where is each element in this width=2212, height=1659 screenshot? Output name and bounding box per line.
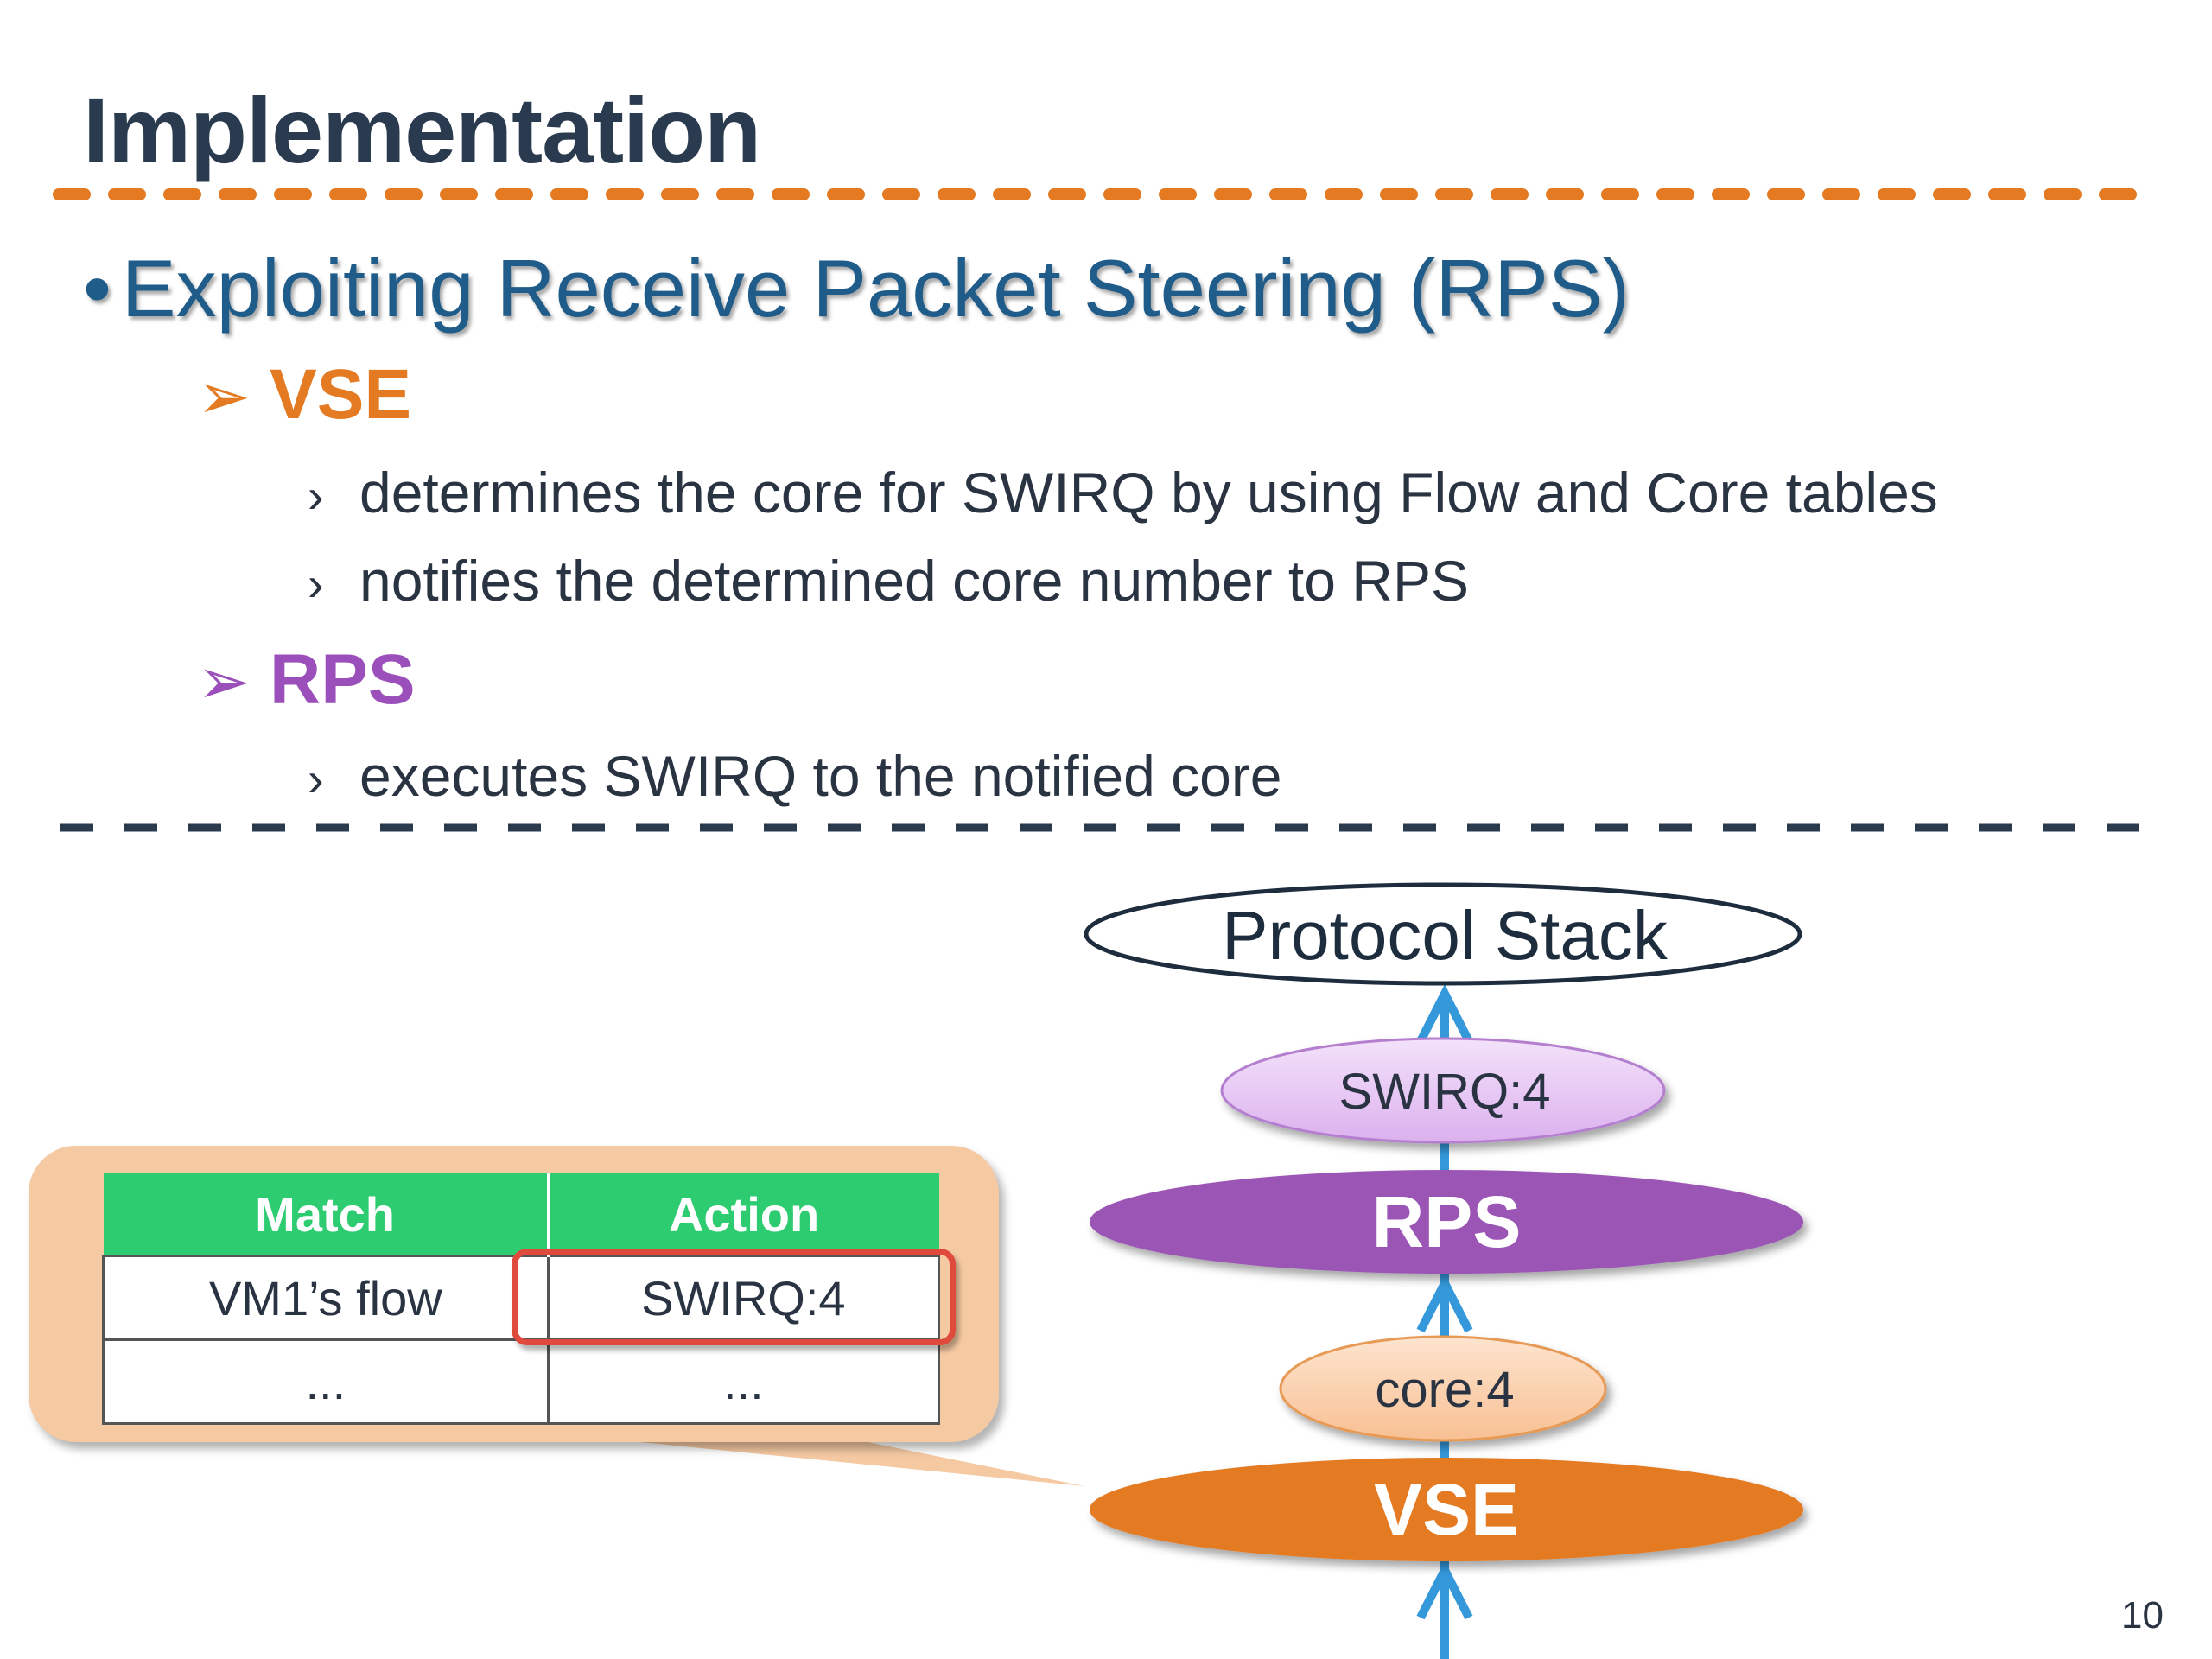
vse-heading: ➢ VSE <box>197 354 411 435</box>
match-cell: ... <box>102 1338 550 1425</box>
callout-tail <box>596 1438 1084 1486</box>
rps-label: RPS <box>1372 1181 1522 1262</box>
arrow-up-icon <box>1416 1273 1473 1333</box>
rps-node <box>1090 1170 1803 1274</box>
arrow-up-icon <box>1416 983 1473 1044</box>
flow-table: Match Action VM1’s flow SWIRQ:4 ... ... <box>102 1173 941 1425</box>
vse-item: › determines the core for SWIRQ by using … <box>308 460 1938 525</box>
highlight-box <box>512 1249 956 1345</box>
table-row: VM1’s flow SWIRQ:4 <box>102 1255 941 1341</box>
arrow-bullet-icon: ➢ <box>197 645 251 717</box>
core-node <box>1279 1335 1607 1442</box>
chevron-right-icon: › <box>308 752 324 806</box>
match-cell: VM1’s flow <box>102 1255 550 1341</box>
rps-item-text: executes SWIRQ to the notified core <box>359 744 1282 808</box>
vse-heading-text: VSE <box>270 355 412 434</box>
swirq-node <box>1220 1037 1666 1144</box>
action-cell: ... <box>546 1338 941 1425</box>
vse-item-text: notifies the determined core number to R… <box>359 549 1470 613</box>
vse-item-text: determines the core for SWIRQ by using F… <box>359 461 1938 524</box>
swirq-label: SWIRQ:4 <box>1339 1064 1551 1120</box>
table-row: ... ... <box>102 1338 941 1425</box>
arrow-bullet-icon: ➢ <box>197 360 251 432</box>
action-cell: SWIRQ:4 <box>546 1255 941 1341</box>
protocol-stack-node <box>1084 882 1802 986</box>
slide-title: Implementation <box>83 78 761 182</box>
vse-label: VSE <box>1374 1469 1519 1550</box>
protocol-stack-label: Protocol Stack <box>1222 897 1669 974</box>
rps-item: › executes SWIRQ to the notified core <box>308 743 1282 809</box>
column-header-action: Action <box>548 1173 939 1256</box>
main-bullet: •Exploiting Receive Packet Steering (RPS… <box>83 242 1630 335</box>
column-header-match: Match <box>103 1173 550 1256</box>
core-label: core:4 <box>1375 1362 1514 1418</box>
vse-node <box>1090 1458 1803 1561</box>
bullet-marker: • <box>83 243 111 334</box>
vse-item: › notifies the determined core number to … <box>308 548 1469 613</box>
rps-heading-text: RPS <box>270 640 416 719</box>
main-bullet-text: Exploiting Receive Packet Steering (RPS) <box>121 243 1630 334</box>
rps-heading: ➢ RPS <box>197 639 416 721</box>
arrow-up-icon <box>1416 1560 1473 1620</box>
chevron-right-icon: › <box>308 468 324 523</box>
chevron-right-icon: › <box>308 556 324 611</box>
page-number: 10 <box>2121 1594 2164 1637</box>
